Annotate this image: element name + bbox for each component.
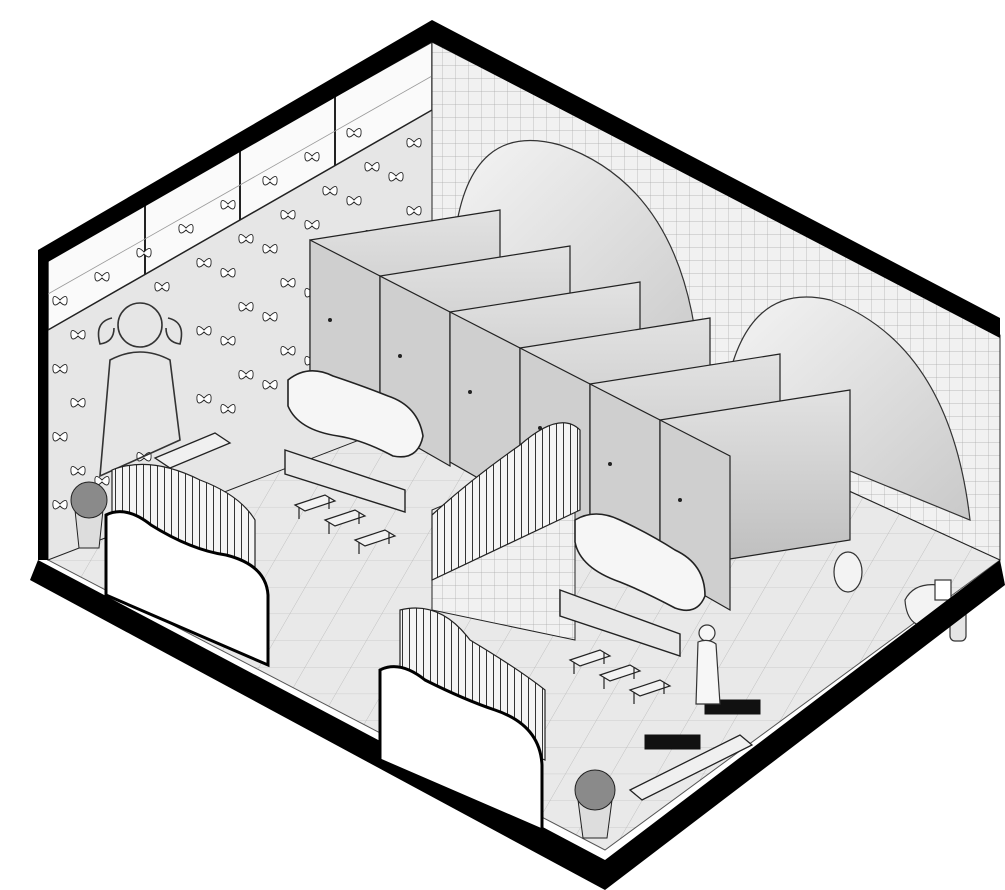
butterfly-icon <box>322 186 338 196</box>
step-stool <box>323 509 367 534</box>
butterfly-icon <box>238 302 254 312</box>
butterfly-icon <box>178 224 194 234</box>
door-openings <box>104 510 544 833</box>
butterfly-icon <box>196 326 212 336</box>
butterfly-icon <box>196 394 212 404</box>
butterfly-icon <box>136 248 152 258</box>
section-cut-walls <box>30 20 1005 890</box>
butterfly-icon <box>70 466 86 476</box>
butterfly-icon <box>262 244 278 254</box>
butterfly-icon <box>94 272 110 282</box>
butterfly-icon <box>220 268 236 278</box>
butterfly-icon <box>94 476 110 486</box>
butterfly-icon <box>220 404 236 414</box>
benches <box>153 432 754 801</box>
step-stool <box>598 664 642 689</box>
butterfly-icon <box>238 370 254 380</box>
butterfly-icon <box>406 138 422 148</box>
wash-troughs <box>284 449 681 657</box>
butterfly-icon <box>70 398 86 408</box>
butterfly-icon <box>304 220 320 230</box>
butterfly-icon <box>196 258 212 268</box>
butterfly-icon <box>304 152 320 162</box>
potted-plants <box>70 481 616 839</box>
step-stool <box>628 679 672 704</box>
child-silhouette-mural <box>97 302 183 478</box>
butterfly-icon <box>52 500 68 510</box>
step-stools <box>293 494 672 704</box>
butterfly-icon <box>52 432 68 442</box>
butterfly-icon <box>220 200 236 210</box>
butterfly-icon <box>220 336 236 346</box>
wavy-mirrors <box>287 370 706 612</box>
step-stool <box>293 494 337 519</box>
step-stool <box>568 649 612 674</box>
child-figure <box>695 624 721 705</box>
butterfly-icon <box>406 206 422 216</box>
step-stool <box>353 529 397 554</box>
butterfly-icon <box>262 312 278 322</box>
butterfly-icon <box>262 176 278 186</box>
butterfly-icon <box>238 234 254 244</box>
butterfly-icon <box>70 330 86 340</box>
butterfly-icon <box>346 128 362 138</box>
butterfly-icon <box>52 296 68 306</box>
butterfly-icon <box>280 346 296 356</box>
butterfly-icon <box>262 380 278 390</box>
butterfly-icon <box>280 210 296 220</box>
butterfly-icon <box>388 172 404 182</box>
butterfly-icon <box>346 196 362 206</box>
butterfly-icon <box>154 282 170 292</box>
butterfly-icon <box>364 162 380 172</box>
butterfly-icon <box>52 364 68 374</box>
butterfly-icon <box>280 278 296 288</box>
